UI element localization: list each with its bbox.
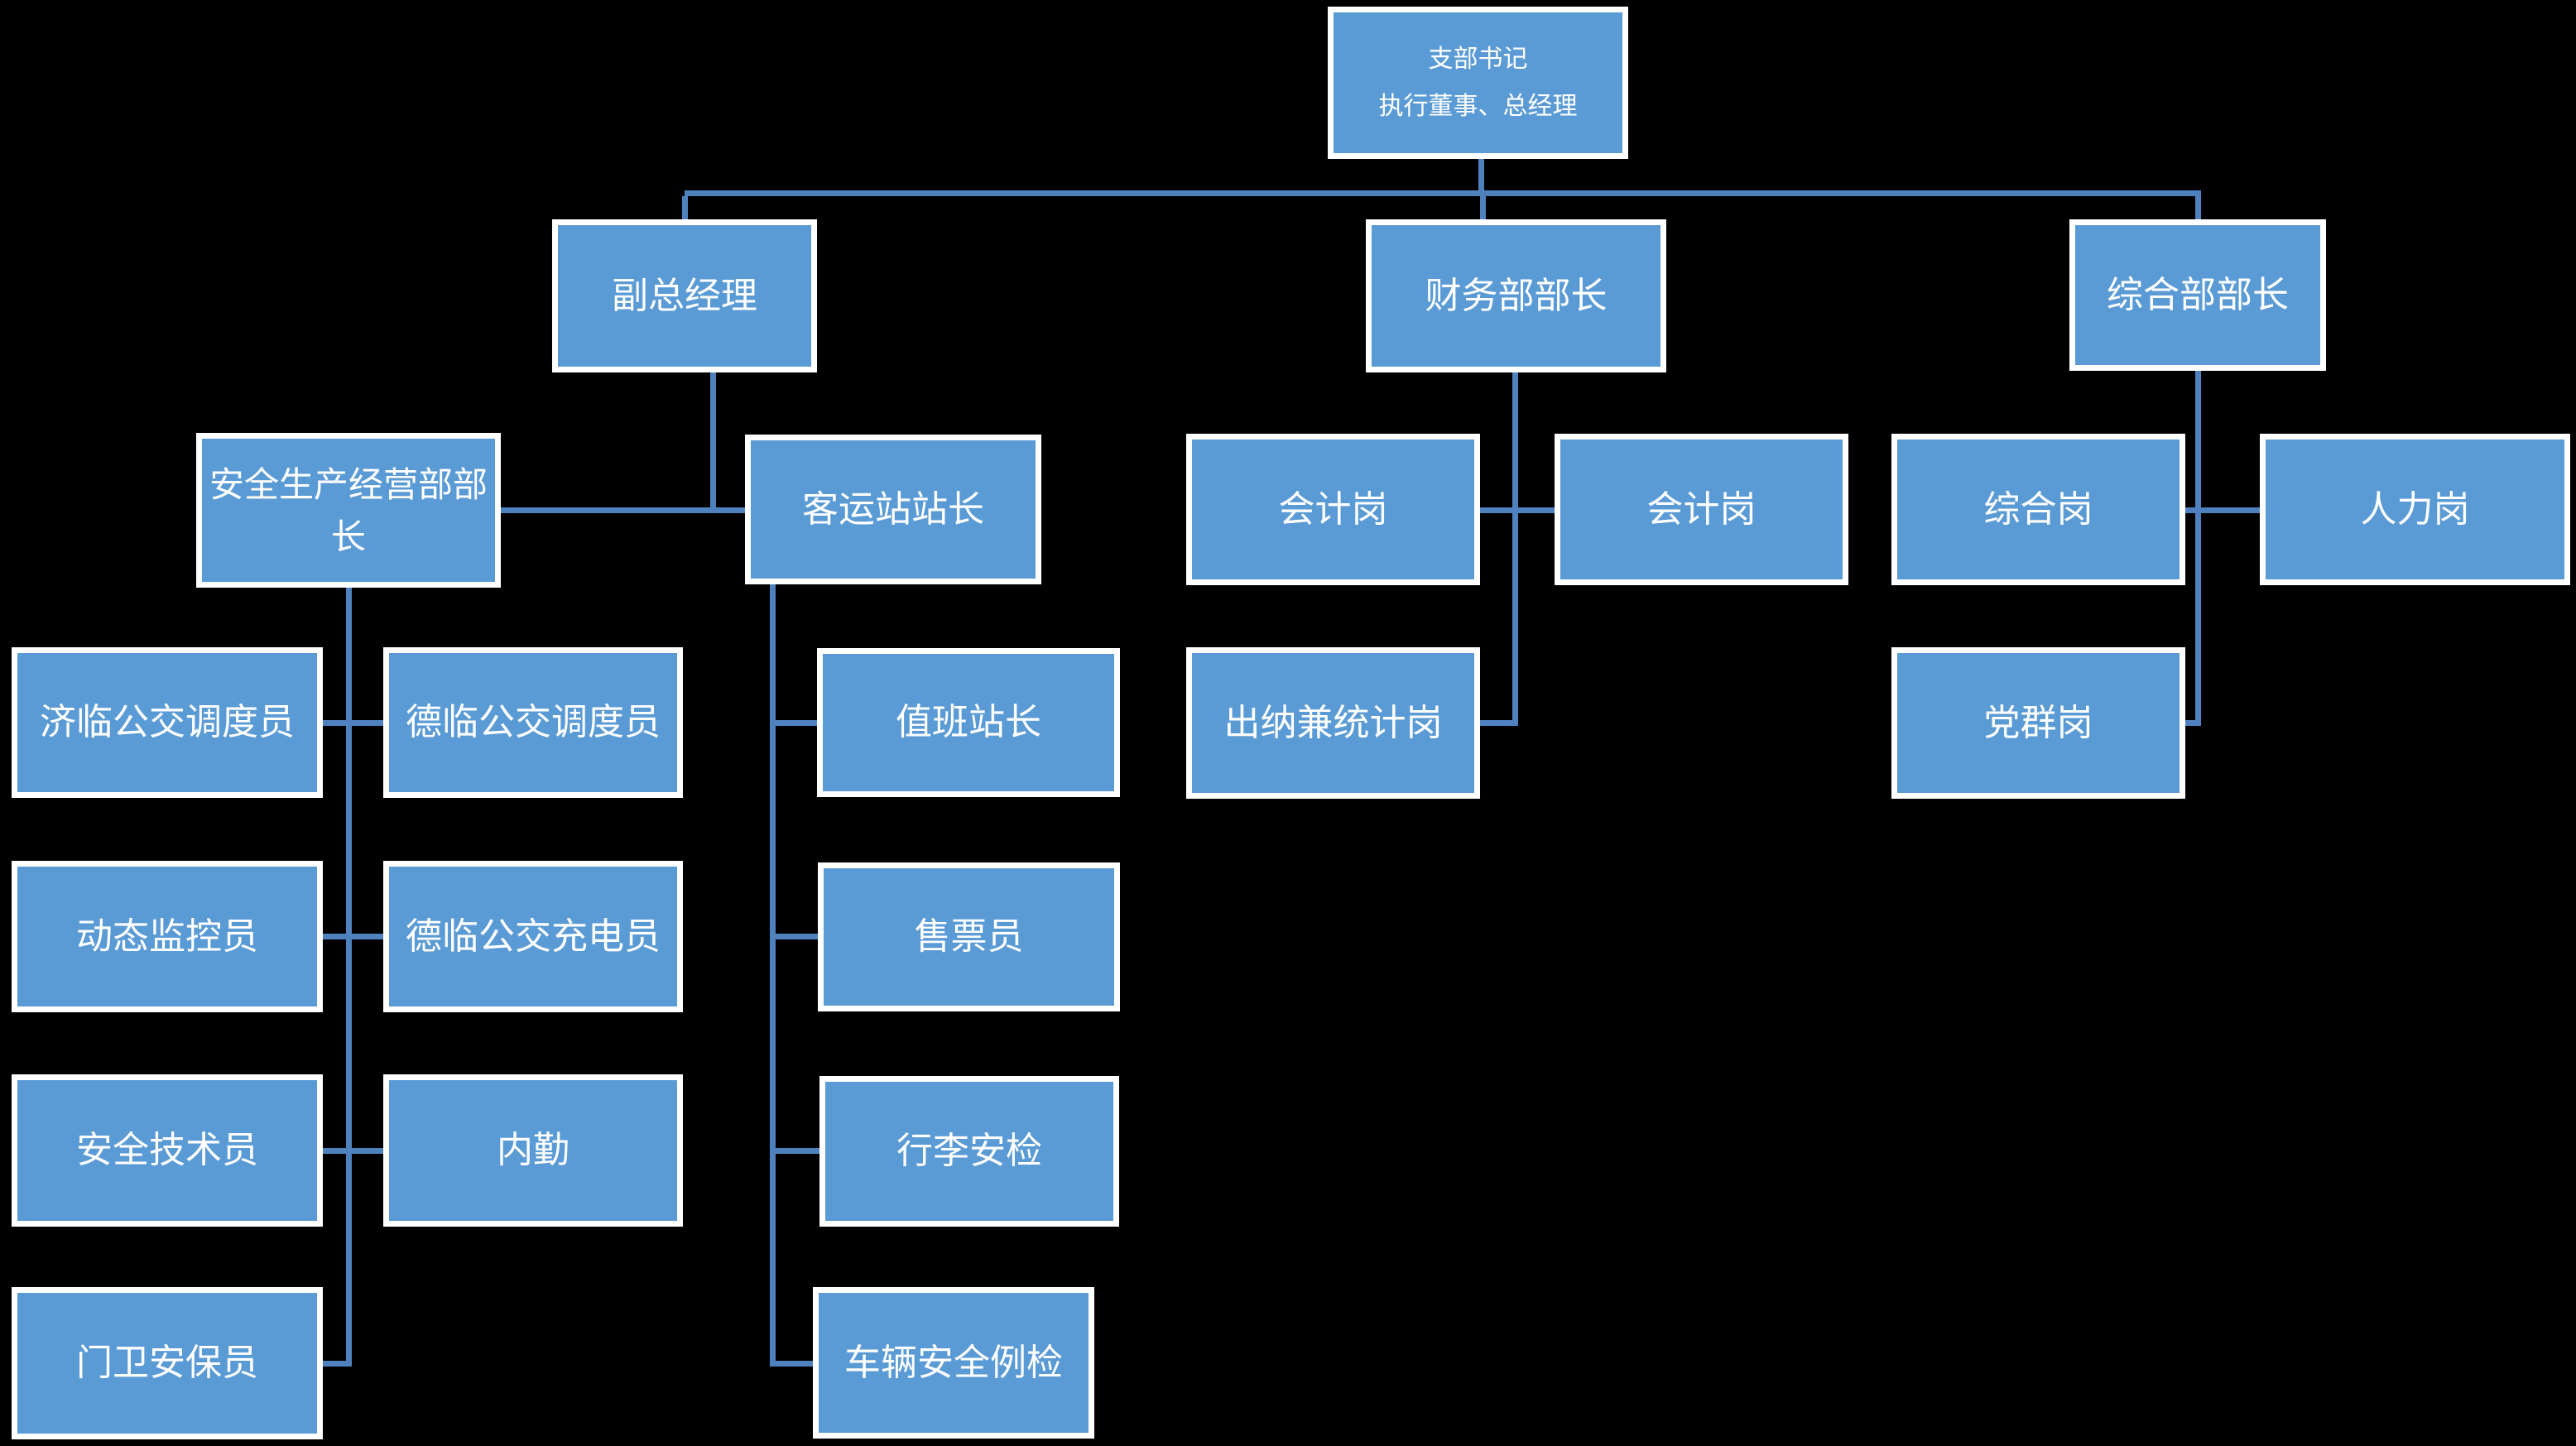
org-box-gate-guard-label: 门卫安保员 [76,1343,258,1383]
org-box-baggage-security-label: 行李安检 [896,1131,1042,1171]
org-box-general-dept-head-label: 综合部部长 [2107,274,2289,315]
connector-tick-row3-left [323,1148,383,1154]
org-box-party-mass-post-label: 党群岗 [1983,702,2093,743]
connector-tick-duty-master [770,720,817,726]
org-box-accountant-1: 会计岗 [1186,434,1480,585]
connector-general-spine [2195,371,2201,726]
connector-drop-finance-head [1480,196,1486,221]
org-box-jilin-bus-dispatcher: 济临公交调度员 [12,647,323,798]
org-box-ticket-seller-label: 售票员 [914,916,1024,957]
connector-elbow-party-mass [2185,720,2201,726]
org-box-finance-dept-head: 财务部部长 [1366,219,1666,372]
org-box-delin-bus-charger-label: 德临公交充电员 [406,915,661,957]
org-box-finance-dept-head-label: 财务部部长 [1425,275,1608,316]
connector-tick-baggage [770,1148,819,1154]
org-box-hr-post-label: 人力岗 [2360,488,2470,530]
org-box-deputy-gm-label: 副总经理 [612,275,757,316]
connector-tick-row1-left [323,720,383,726]
connector-tick-general-hr [2185,507,2260,513]
org-box-office-clerk-label: 内勤 [497,1130,570,1170]
org-box-general-post: 综合岗 [1891,434,2185,585]
org-box-party-mass-post: 党群岗 [1891,647,2185,799]
connector-safety-spine [346,588,352,1367]
connector-root-stem [1478,159,1484,196]
connector-tick-row2-left [323,934,383,939]
org-box-safety-dept-head: 安全生产经营部部长 [196,433,501,588]
org-box-accountant-2: 会计岗 [1555,434,1848,585]
connector-elbow-vehicle-check [770,1361,813,1367]
org-box-cashier-statistics: 出纳兼统计岗 [1186,647,1480,799]
org-box-safety-technician: 安全技术员 [12,1074,323,1227]
connector-elbow-cashier [1480,720,1518,726]
org-box-gate-guard: 门卫安保员 [12,1287,323,1439]
connector-elbow-gate-guard [323,1361,352,1367]
org-box-ticket-seller: 售票员 [818,862,1120,1011]
connector-tick-accountants [1480,507,1555,513]
org-box-duty-station-master: 值班站长 [817,648,1120,797]
org-box-cashier-statistics-label: 出纳兼统计岗 [1223,702,1443,743]
org-box-deputy-gm: 副总经理 [552,219,817,372]
org-box-general-post-label: 综合岗 [1983,488,2093,530]
org-box-baggage-security: 行李安检 [819,1076,1119,1227]
connector-deputy-gm-drop [710,372,716,513]
org-box-delin-bus-dispatcher-label: 德临公交调度员 [406,702,661,742]
connector-tick-ticket-seller [770,934,818,939]
connector-safety-station-link [501,507,745,513]
org-box-vehicle-safety-check-label: 车辆安全例检 [844,1342,1063,1383]
org-box-office-clerk: 内勤 [383,1074,683,1227]
connector-drop-general-head [2195,196,2201,221]
org-box-duty-station-master-label: 值班站长 [896,702,1041,742]
org-box-branch-secretary-line-2: 执行董事、总经理 [1378,93,1578,120]
org-box-vehicle-safety-check: 车辆安全例检 [813,1287,1094,1439]
org-box-safety-technician-label: 安全技术员 [76,1130,258,1170]
connector-finance-spine [1512,372,1518,726]
org-box-dynamic-monitor-label: 动态监控员 [76,915,258,957]
org-box-delin-bus-charger: 德临公交充电员 [383,861,683,1012]
org-box-branch-secretary-line-1: 支部书记 [1428,46,1528,73]
org-box-station-master-label: 客运站站长 [802,488,984,530]
org-box-general-dept-head: 综合部部长 [2069,219,2326,371]
org-box-station-master: 客运站站长 [745,435,1041,584]
org-box-branch-secretary: 支部书记执行董事、总经理 [1328,7,1628,159]
org-box-delin-bus-dispatcher: 德临公交调度员 [383,647,683,798]
connector-station-spine [770,584,776,1367]
connector-level2-bus [685,190,2201,196]
org-box-accountant-1-label: 会计岗 [1278,488,1388,530]
org-box-accountant-2-label: 会计岗 [1646,488,1757,530]
org-box-jilin-bus-dispatcher-label: 济临公交调度员 [40,702,295,742]
org-box-hr-post: 人力岗 [2260,434,2570,585]
org-box-dynamic-monitor: 动态监控员 [12,861,323,1012]
connector-drop-deputy-gm [682,196,688,221]
org-box-safety-dept-head-label: 安全生产经营部部长 [209,464,488,556]
